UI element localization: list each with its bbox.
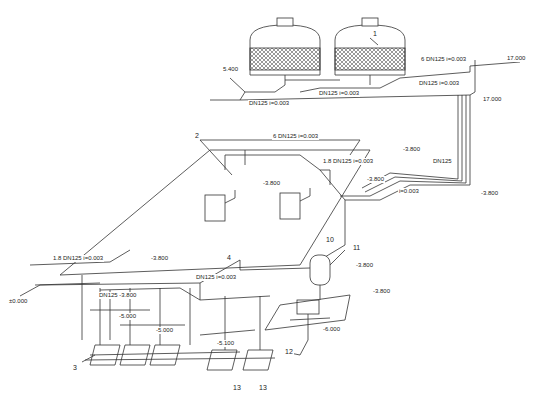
callout-number: 11 [352,244,361,252]
callout-number: 1 [372,30,378,38]
callout-number: 13 [258,384,268,392]
dimension-label: -3.800 [150,255,169,262]
dimension-label: -5.000 [155,327,174,334]
dimension-label: DN125 [432,158,453,165]
dimension-label: i=0.003 [398,188,420,195]
tower-piping [210,60,520,200]
machine-room-piping [20,140,370,300]
dimension-label: -3.800 [480,190,499,197]
pump-drops [82,275,260,350]
callout-number: 12 [284,348,294,356]
dimension-label: 1.8 DN125 i=0.003 [52,255,104,262]
dimension-label: ±0.000 [8,298,28,305]
dimension-label: DN125 i=0.003 [418,80,460,87]
dimension-label: -6.000 [322,326,341,333]
dimension-label: DN125 i=0.003 [248,100,290,107]
dimension-label: 17.000 [482,96,502,103]
dimension-label: -3.800 [355,262,374,269]
dimension-label: 17.000 [506,55,526,62]
callout-number: 3 [72,364,78,372]
dimension-label: DN125 i=0.003 [318,90,360,97]
dimension-label: DN125 -3.800 [98,292,137,299]
dimension-label: -3.800 [262,180,281,187]
callout-number: 4 [226,254,232,262]
dimension-label: 1.8 DN125 i=0.003 [322,158,374,165]
cooling-tower [250,18,405,75]
dimension-label: -5.100 [216,340,235,347]
dimension-label: 6 DN125 i=0.003 [420,56,467,63]
dimension-label: -3.800 [372,288,391,295]
dimension-label: -3.800 [402,146,421,153]
pump [82,345,275,370]
dimension-label: -3.800 [366,176,385,183]
callout-number: 2 [194,132,200,140]
dimension-label: DN125 i=0.003 [195,274,237,281]
dimension-label: -5.000 [118,313,137,320]
callout-number: 13 [232,384,242,392]
chiller [200,140,310,221]
dimension-label: 6 DN125 i=0.003 [272,133,319,140]
water-treatment-tank [265,250,350,355]
dimension-label: 5.400 [222,66,239,73]
callout-number: 10 [325,236,335,244]
